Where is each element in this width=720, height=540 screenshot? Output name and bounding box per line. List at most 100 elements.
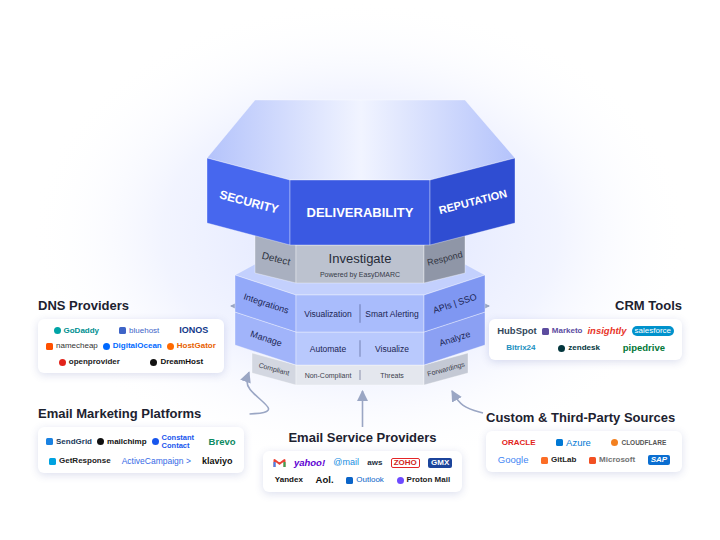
source-group: Email Marketing PlatformsSendGridmailchi… — [38, 406, 244, 473]
logo-icon — [558, 345, 565, 352]
logo: Google — [498, 455, 529, 465]
logo: Constant Contact — [152, 434, 204, 450]
logo-row: GoDaddy bluehost IONOS — [46, 326, 216, 335]
group-heading: Custom & Third-Party Sources — [486, 410, 682, 426]
logo-name: CLOUDFLARE — [621, 440, 666, 447]
logo-icon — [346, 477, 353, 484]
logo: Bitrix24 — [506, 344, 535, 352]
source-group: DNS ProvidersGoDaddy bluehost IONOS nameche… — [38, 298, 224, 373]
flow-arrow — [452, 391, 483, 413]
prism-face — [424, 353, 468, 385]
logo-name: Microsoft — [599, 456, 635, 464]
band-label: Visualization — [304, 309, 352, 318]
logo-name: SAP — [648, 455, 670, 465]
gmail-mark — [283, 462, 285, 467]
logo-name: zendesk — [568, 344, 600, 352]
logo-name: Proton Mail — [407, 476, 451, 484]
prism-face — [296, 365, 424, 385]
logo — [273, 458, 286, 468]
logo-name: mailchimp — [107, 438, 147, 446]
logo-name: HubSpot — [497, 326, 537, 336]
band-shape — [207, 100, 515, 245]
separator-line — [360, 340, 361, 357]
logo: GetResponse — [49, 457, 111, 465]
logo-icon — [589, 457, 596, 464]
logo-row: SendGridmailchimpConstant ContactBrevo — [46, 434, 236, 450]
logo-name: bluehost — [129, 327, 159, 335]
logo: Outlook — [346, 476, 384, 484]
logo-icon — [556, 439, 563, 446]
logo: Aol. — [316, 475, 334, 485]
logo: ActiveCampaign > — [122, 457, 191, 466]
logo-name: Aol. — [316, 475, 334, 485]
logo-name: GitLab — [551, 456, 576, 464]
logo-name: GMX — [428, 458, 452, 468]
logo: Azure — [556, 438, 591, 448]
flow-arrow — [362, 391, 364, 427]
logo-name: Azure — [566, 438, 591, 448]
logo-panel: yahoo!@mailawsZOHOGMXYandexAol.OutlookPr… — [263, 451, 462, 492]
logo-row: HubSpot Marketo insightly salesforce — [497, 326, 674, 336]
logo: pipedrive — [623, 343, 665, 353]
logo-panel: ORACLE Azure CLOUDFLARE Google GitLab Microso… — [486, 431, 682, 472]
logo: yahoo! — [294, 458, 325, 468]
logo-row: namecheap DigitalOcean HostGator — [46, 342, 216, 350]
band-label: Visualize — [375, 344, 409, 353]
logo-icon — [611, 439, 618, 446]
logo-row: Bitrix24 zendesk pipedrive — [497, 343, 674, 353]
logo-row: Yandex Aol. Outlook Proton Mail — [271, 475, 454, 485]
logo-icon — [46, 343, 53, 350]
prism-face — [296, 295, 424, 332]
logo-panel: GoDaddy bluehost IONOS namecheap DigitalOcea… — [38, 319, 224, 373]
band-label: Investigate — [329, 252, 392, 265]
logo-icon — [119, 327, 126, 334]
logo: namecheap — [46, 342, 98, 350]
logo: ORACLE — [502, 439, 536, 447]
logo-icon — [542, 328, 549, 335]
gmail-icon — [273, 458, 286, 468]
logo-name: namecheap — [56, 342, 98, 350]
logo-icon — [397, 477, 404, 484]
logo-icon — [46, 438, 53, 445]
logo: IONOS — [179, 326, 208, 335]
band-label: Automate — [310, 344, 346, 353]
logo: insightly — [587, 326, 626, 336]
logo-name: GetResponse — [59, 457, 111, 465]
logo-name: Bitrix24 — [506, 344, 535, 352]
gmail-mark — [274, 460, 284, 467]
flow-arrow — [230, 305, 232, 307]
logo: DreamHost — [150, 358, 203, 366]
logo-icon — [541, 457, 548, 464]
logo-name: DigitalOcean — [113, 342, 162, 350]
logo-row: yahoo!@mailawsZOHOGMX — [271, 458, 454, 468]
logo-name: SendGrid — [56, 438, 92, 446]
logo-icon — [49, 458, 56, 465]
gmail-mark — [273, 462, 275, 467]
source-group: Email Service Providersyahoo!@mailawsZOH… — [263, 430, 462, 492]
prism-face — [207, 158, 290, 245]
prism-band: SECURITYDELIVERABILITYREPUTATION — [207, 100, 515, 245]
prism-face — [430, 158, 515, 245]
logo: HubSpot — [497, 326, 537, 336]
logo-name: HostGator — [177, 342, 216, 350]
logo: @mail — [333, 458, 359, 467]
source-group: Custom & Third-Party SourcesORACLE Azure C… — [486, 410, 682, 472]
logo-icon — [54, 327, 61, 334]
logo: aws — [367, 459, 382, 467]
band-label: Threats — [380, 372, 404, 379]
logo: SAP — [648, 455, 670, 465]
logo-panel: HubSpot Marketo insightly salesforceBitrix2… — [489, 319, 682, 360]
logo: bluehost — [119, 327, 159, 335]
group-heading: Email Service Providers — [263, 430, 462, 446]
logo-name: GoDaddy — [64, 327, 100, 335]
separator-line — [360, 304, 361, 323]
logo: zendesk — [558, 344, 600, 352]
logo: salesforce — [632, 326, 674, 336]
separator-line — [360, 370, 361, 380]
logo-name: @mail — [333, 458, 359, 467]
prism-face — [290, 180, 430, 245]
logo: Marketo — [542, 327, 583, 335]
group-heading: DNS Providers — [38, 298, 224, 314]
logo: klaviyo — [202, 457, 233, 466]
logo: Yandex — [275, 476, 303, 484]
